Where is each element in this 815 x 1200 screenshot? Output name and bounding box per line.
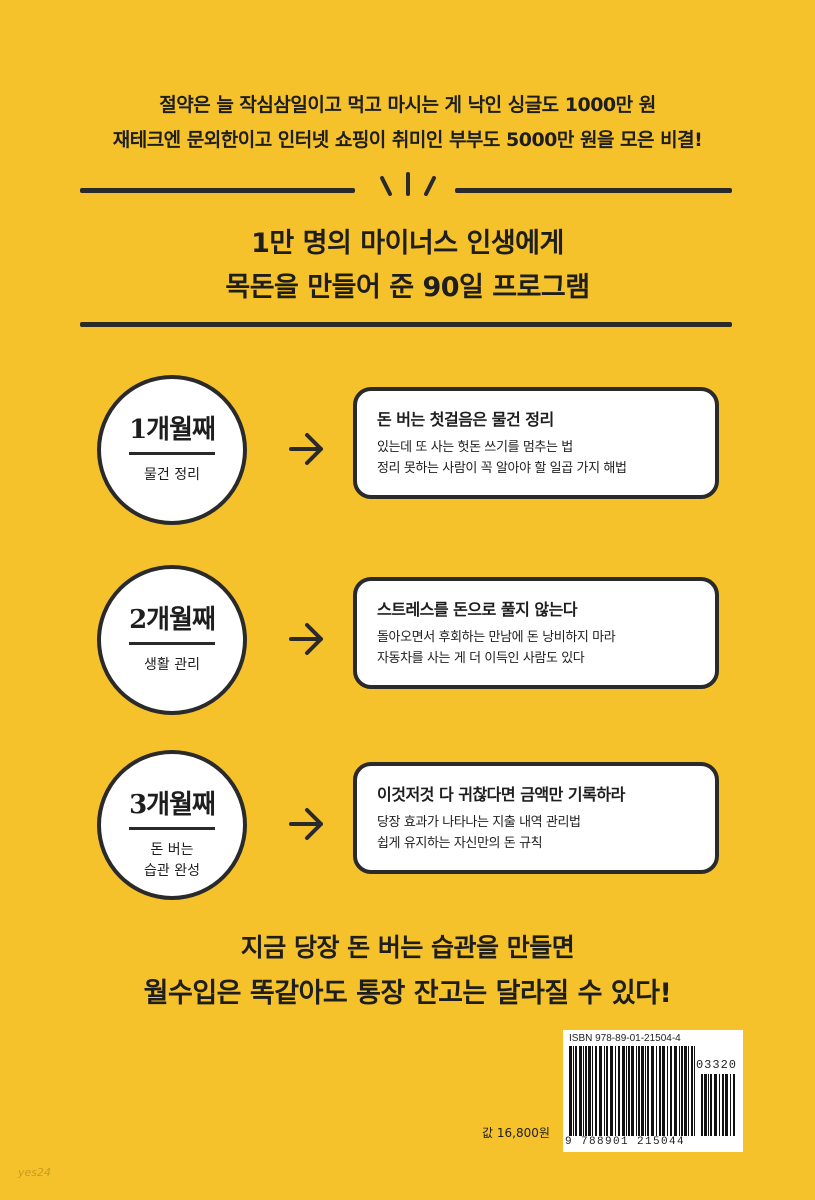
barcode-bar — [659, 1046, 661, 1136]
yes24-watermark-logo: yes24 — [18, 1166, 52, 1179]
arrow-right-icon — [289, 808, 323, 840]
barcode-bar — [730, 1074, 731, 1136]
step-card-line: 쉽게 유지하는 자신만의 돈 규칙 — [377, 836, 543, 851]
barcode-bar — [615, 1046, 616, 1136]
month-label: 3개월째 — [129, 790, 216, 820]
barcode-bar — [579, 1046, 582, 1136]
barcode-bar — [622, 1046, 625, 1136]
step-card: 이것저것 다 귀찮다면 금액만 기록하라 당장 효과가 나타나는 지출 내역 관… — [353, 762, 719, 874]
barcode-bar — [691, 1046, 693, 1136]
intro-text: 절약은 늘 작심삼일이고 먹고 마시는 게 낙인 싱글도 1000만 원 재테크… — [0, 88, 815, 158]
step-card-title: 이것저것 다 귀찮다면 금액만 기록하라 — [377, 785, 625, 804]
barcode-bar — [604, 1046, 605, 1136]
month-topic-2: 습관 완성 — [144, 863, 200, 879]
step-card-line: 당장 효과가 나타나는 지출 내역 관리법 — [377, 815, 581, 830]
barcode-digits: 9 788901 215044 — [565, 1136, 686, 1148]
barcode-bars — [569, 1046, 695, 1136]
barcode-bar — [725, 1074, 728, 1136]
step-card-title: 스트레스를 돈으로 풀지 않는다 — [377, 600, 578, 619]
barcode-bar — [592, 1046, 593, 1136]
barcode-bar — [628, 1046, 630, 1136]
barcode-bar — [733, 1074, 735, 1136]
barcode-bar — [583, 1046, 584, 1136]
barcode-bar — [714, 1074, 717, 1136]
step-card: 스트레스를 돈으로 풀지 않는다 돌아오면서 후회하는 만남에 돈 낭비하지 마… — [353, 577, 719, 689]
barcode-bar — [681, 1046, 683, 1136]
barcode-bar — [645, 1046, 646, 1136]
step-month-2: 2개월째 생활 관리 스트레스를 돈으로 풀지 않는다 돌아오면서 후회하는 만… — [97, 565, 727, 725]
step-card: 돈 버는 첫걸음은 물건 정리 있는데 또 사는 헛돈 쓰기를 멈추는 법 정리… — [353, 387, 719, 499]
barcode-bar — [606, 1046, 608, 1136]
month-circle: 3개월째 돈 버는 습관 완성 — [97, 750, 247, 900]
month-underline — [129, 642, 215, 645]
step-card-line: 정리 못하는 사람이 꼭 알아야 할 일곱 가지 해법 — [377, 461, 627, 476]
arrow-right-icon — [289, 433, 323, 465]
intro-line-2: 재테크엔 문외한이고 인터넷 쇼핑이 취미인 부부도 5000만 원을 모은 비… — [112, 129, 703, 151]
barcode-bar — [670, 1046, 672, 1136]
barcode-bar — [708, 1074, 709, 1136]
barcode-bar — [651, 1046, 654, 1136]
step-month-1: 1개월째 물건 정리 돈 버는 첫걸음은 물건 정리 있는데 또 사는 헛돈 쓰… — [97, 375, 727, 535]
barcode-bar — [688, 1046, 689, 1136]
month-underline — [129, 827, 215, 830]
barcode-bar — [641, 1046, 644, 1136]
barcode-bar — [662, 1046, 665, 1136]
barcode-bar — [618, 1046, 620, 1136]
barcode-bar — [569, 1046, 572, 1136]
sparkle-icon — [380, 172, 436, 196]
barcode-bar — [631, 1046, 634, 1136]
month-underline — [129, 452, 215, 455]
month-topic: 돈 버는 — [150, 842, 194, 858]
barcode-bar — [638, 1046, 640, 1136]
month-circle: 1개월째 물건 정리 — [97, 375, 247, 525]
barcode-bar — [610, 1046, 613, 1136]
barcode-bar — [656, 1046, 657, 1136]
barcode-bar — [722, 1074, 724, 1136]
barcode-bar — [684, 1046, 687, 1136]
month-topic: 생활 관리 — [144, 657, 200, 673]
barcode-addon-number: 03320 — [695, 1058, 737, 1072]
step-card-line: 자동차를 사는 게 더 이득인 사람도 있다 — [377, 651, 585, 666]
barcode-bar — [701, 1074, 703, 1136]
isbn-text: ISBN 978-89-01-21504-4 — [569, 1033, 681, 1044]
closing-text: 지금 당장 돈 버는 습관을 만들면 월수입은 똑같아도 통장 잔고는 달라질 … — [0, 925, 815, 1017]
barcode-bar — [710, 1074, 712, 1136]
barcode-bar — [599, 1046, 602, 1136]
headline-line-1: 1만 명의 마이너스 인생에게 — [251, 228, 564, 259]
barcode-bar — [674, 1046, 677, 1136]
month-label: 1개월째 — [129, 415, 216, 445]
month-label: 2개월째 — [129, 605, 216, 635]
closing-line-2: 월수입은 똑같아도 통장 잔고는 달라질 수 있다! — [143, 978, 672, 1009]
barcode-bar — [636, 1046, 637, 1136]
intro-line-1: 절약은 늘 작심삼일이고 먹고 마시는 게 낙인 싱글도 1000만 원 — [159, 94, 656, 116]
headline: 1만 명의 마이너스 인생에게 목돈을 만들어 준 90일 프로그램 — [0, 222, 815, 310]
month-topic: 물건 정리 — [144, 467, 200, 483]
barcode-bar — [694, 1046, 695, 1136]
barcode-bar — [679, 1046, 680, 1136]
barcode-bar — [667, 1046, 668, 1136]
barcode-addon-bars — [701, 1074, 735, 1136]
barcode-bar — [595, 1046, 597, 1136]
divider-right — [455, 188, 732, 193]
barcode-bar — [588, 1046, 591, 1136]
closing-line-1: 지금 당장 돈 버는 습관을 만들면 — [240, 933, 575, 962]
step-card-line: 돌아오면서 후회하는 만남에 돈 낭비하지 마라 — [377, 630, 616, 645]
barcode: ISBN 978-89-01-21504-4 03320 9 788901 21… — [563, 1030, 743, 1152]
headline-line-2: 목돈을 만들어 준 90일 프로그램 — [225, 272, 590, 303]
step-month-3: 3개월째 돈 버는 습관 완성 이것저것 다 귀찮다면 금액만 기록하라 당장 … — [97, 750, 727, 910]
barcode-bar — [575, 1046, 577, 1136]
divider-left — [80, 188, 355, 193]
month-circle: 2개월째 생활 관리 — [97, 565, 247, 715]
step-card-title: 돈 버는 첫걸음은 물건 정리 — [377, 410, 554, 429]
divider-full — [80, 322, 732, 327]
step-card-line: 있는데 또 사는 헛돈 쓰기를 멈추는 법 — [377, 440, 573, 455]
barcode-bar — [626, 1046, 627, 1136]
barcode-bar — [719, 1074, 720, 1136]
barcode-bar — [704, 1074, 707, 1136]
arrow-right-icon — [289, 623, 323, 655]
barcode-bar — [647, 1046, 649, 1136]
price-label: 값 16,800원 — [482, 1126, 550, 1140]
barcode-bar — [573, 1046, 574, 1136]
barcode-bar — [585, 1046, 587, 1136]
